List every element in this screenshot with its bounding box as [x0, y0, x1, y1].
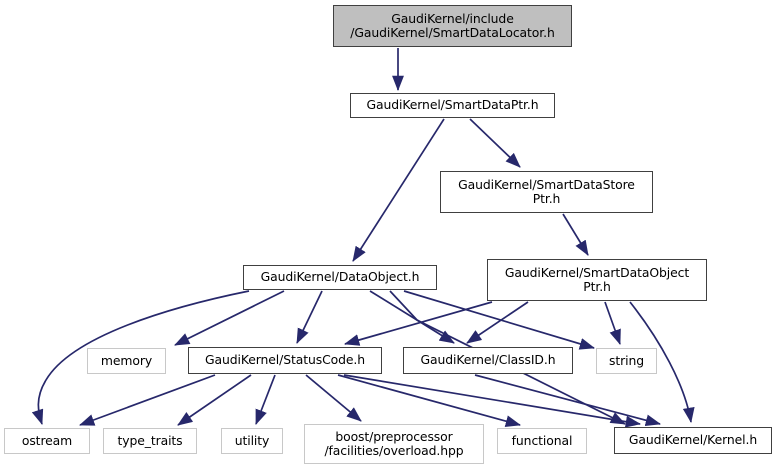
node-gaudikernel-smartdataobjectptr-h[interactable]: GaudiKernel/SmartDataObject Ptr.h: [487, 259, 707, 301]
node-utility[interactable]: utility: [221, 428, 283, 454]
node-type-traits[interactable]: type_traits: [103, 428, 197, 454]
node-memory[interactable]: memory: [87, 348, 166, 374]
edge-smartdataobj-to-classid: [466, 301, 529, 344]
edge-statuscode-to-ostream: [79, 374, 216, 426]
edge-smartdataobj-to-string: [604, 301, 621, 345]
node-gaudikernel-smartdatastoreptr-h[interactable]: GaudiKernel/SmartDataStore Ptr.h: [440, 171, 653, 213]
edge-smartdataobj-to-statuscode: [344, 301, 493, 346]
edge-classid-to-kernel: [474, 374, 661, 427]
edge-smartdataptr-to-smartdatastore: [469, 118, 521, 168]
node-gaudikernel-smartdatalocator-h[interactable]: GaudiKernel/include /GaudiKernel/SmartDa…: [333, 5, 572, 47]
edge-smartdataptr-to-dataobject: [352, 118, 445, 262]
node-gaudikernel-classid-h[interactable]: GaudiKernel/ClassID.h: [403, 347, 573, 374]
node-gaudikernel-statuscode-h[interactable]: GaudiKernel/StatusCode.h: [188, 347, 382, 374]
node-string[interactable]: string: [596, 348, 657, 374]
edge-smartdatastore-to-smartdataobj: [562, 213, 589, 256]
edge-dataobject-to-classid: [369, 290, 455, 344]
edge-statuscode-to-functional: [337, 374, 521, 427]
edge-dataobject-to-statuscode: [296, 290, 323, 344]
node-boost-preprocessor-overload-hpp[interactable]: boost/preprocessor /facilities/overload.…: [304, 424, 484, 464]
node-gaudikernel-dataobject-h[interactable]: GaudiKernel/DataObject.h: [243, 265, 437, 290]
edge-statuscode-to-utility: [255, 374, 276, 425]
node-gaudikernel-smartdataptr-h[interactable]: GaudiKernel/SmartDataPtr.h: [350, 93, 555, 118]
edge-dataobject-to-memory: [174, 290, 285, 346]
node-ostream[interactable]: ostream: [4, 428, 90, 454]
node-functional[interactable]: functional: [497, 428, 587, 454]
edge-statuscode-to-type-traits: [177, 374, 252, 426]
edge-statuscode-to-boost: [305, 374, 362, 422]
edge-statuscode-to-kernel: [343, 374, 642, 428]
node-gaudikernel-kernel-h[interactable]: GaudiKernel/Kernel.h: [614, 427, 772, 454]
